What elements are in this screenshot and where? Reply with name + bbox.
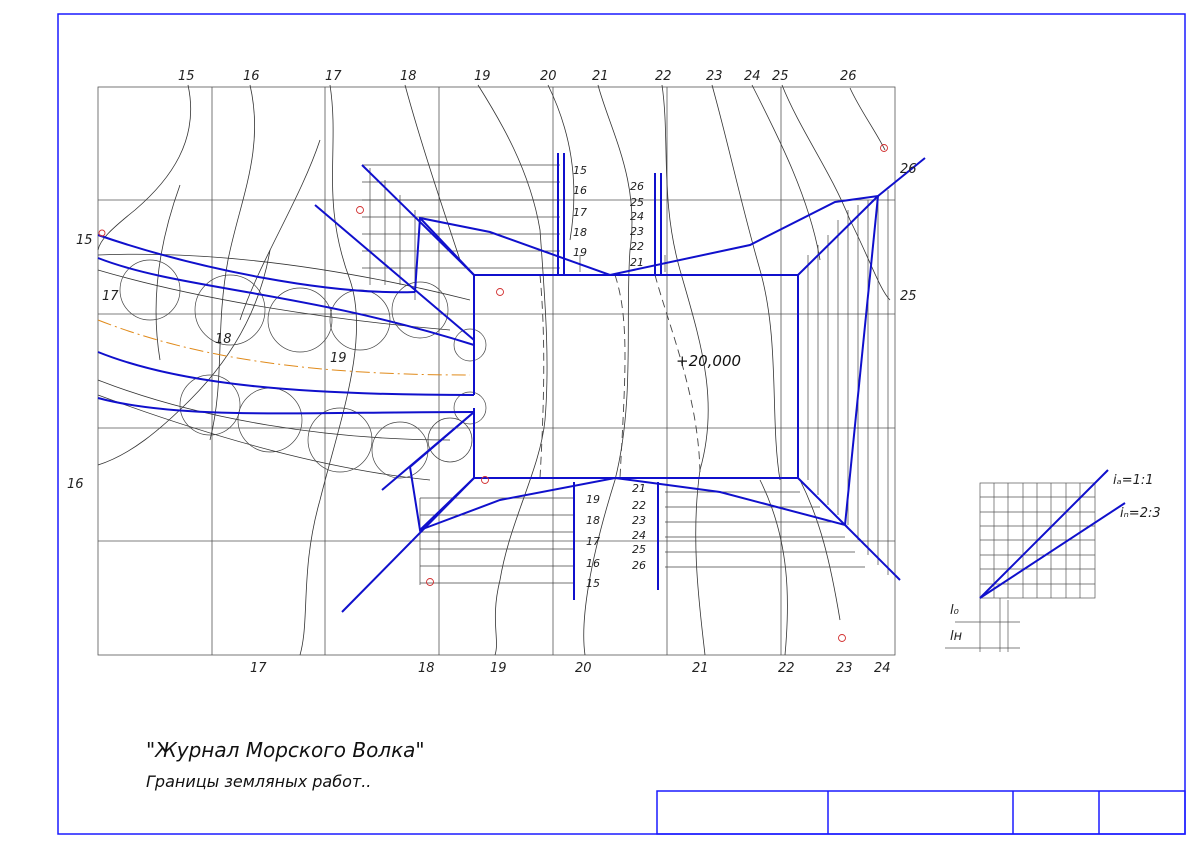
upper-scale-right: 26 25 24 23 22 21 bbox=[630, 180, 644, 269]
top-label: 15 bbox=[178, 69, 195, 84]
slope-hatching bbox=[362, 164, 889, 585]
bottom-contour-labels: 17 18 19 20 21 22 23 24 bbox=[250, 661, 891, 676]
svg-text:21: 21 bbox=[630, 256, 644, 269]
svg-text:17: 17 bbox=[573, 206, 587, 219]
bottom-label: 21 bbox=[692, 661, 709, 676]
svg-text:23: 23 bbox=[630, 225, 644, 238]
svg-text:24: 24 bbox=[630, 210, 644, 223]
left-label: 17 bbox=[102, 289, 119, 304]
earthwork-boundaries bbox=[97, 153, 926, 613]
road-arcs bbox=[119, 259, 487, 479]
left-label: 19 bbox=[330, 351, 347, 366]
left-label: 18 bbox=[215, 332, 232, 347]
svg-text:16: 16 bbox=[573, 184, 587, 197]
lower-scale-right: 21 22 23 24 25 26 bbox=[632, 482, 646, 572]
svg-text:26: 26 bbox=[630, 180, 644, 193]
svg-text:17: 17 bbox=[586, 535, 600, 548]
svg-text:21: 21 bbox=[632, 482, 646, 495]
svg-text:24: 24 bbox=[632, 529, 646, 542]
lower-scale-left: 19 18 17 16 15 bbox=[586, 493, 600, 590]
top-label: 21 bbox=[592, 69, 609, 84]
slope-diagram: iₐ=1:1 iₙ=2:3 l₀ lн bbox=[945, 469, 1161, 652]
upper-scale-left: 15 16 17 18 19 bbox=[573, 164, 587, 259]
top-label: 16 bbox=[243, 69, 260, 84]
bottom-label: 17 bbox=[250, 661, 267, 676]
left-label: 15 bbox=[76, 233, 93, 248]
top-contour-labels: 15 16 17 18 19 20 21 22 23 24 25 26 bbox=[178, 69, 857, 84]
dashed-contours bbox=[539, 274, 701, 479]
svg-text:26: 26 bbox=[632, 559, 646, 572]
top-label: 19 bbox=[474, 69, 491, 84]
right-label: 26 bbox=[900, 162, 917, 177]
left-contour-labels: 15 16 17 18 19 bbox=[67, 233, 347, 492]
drawing-subtitle: Границы земляных работ.. bbox=[146, 772, 371, 791]
bottom-label: 18 bbox=[418, 661, 435, 676]
title-block bbox=[656, 790, 1186, 835]
bottom-label: 23 bbox=[836, 661, 853, 676]
svg-text:19: 19 bbox=[573, 246, 587, 259]
sheet-frame bbox=[57, 13, 1186, 835]
survey-markers bbox=[98, 144, 888, 642]
svg-text:25: 25 bbox=[630, 196, 644, 209]
svg-text:16: 16 bbox=[586, 557, 600, 570]
left-label: 16 bbox=[67, 477, 84, 492]
bottom-label: 22 bbox=[778, 661, 795, 676]
pit-elevation: +20,000 bbox=[676, 352, 741, 370]
top-label: 23 bbox=[706, 69, 723, 84]
site-grid bbox=[97, 86, 896, 656]
svg-text:25: 25 bbox=[632, 543, 646, 556]
slope-ratio-a: iₐ=1:1 bbox=[1113, 473, 1154, 488]
contour-lines bbox=[97, 84, 891, 656]
svg-text:15: 15 bbox=[586, 577, 600, 590]
top-label: 18 bbox=[400, 69, 417, 84]
bottom-label: 24 bbox=[874, 661, 891, 676]
top-label: 24 bbox=[744, 69, 761, 84]
top-label: 17 bbox=[325, 69, 342, 84]
slope-l0: l₀ bbox=[950, 603, 960, 618]
top-label: 20 bbox=[540, 69, 557, 84]
right-contour-labels: 26 25 bbox=[900, 162, 917, 304]
svg-text:22: 22 bbox=[630, 240, 644, 253]
top-label: 26 bbox=[840, 69, 857, 84]
bottom-label: 20 bbox=[575, 661, 592, 676]
slope-ln: lн bbox=[950, 629, 963, 644]
right-label: 25 bbox=[900, 289, 917, 304]
road-axis bbox=[97, 319, 471, 376]
top-label: 25 bbox=[772, 69, 789, 84]
svg-text:22: 22 bbox=[632, 499, 646, 512]
svg-text:18: 18 bbox=[573, 226, 587, 239]
svg-text:18: 18 bbox=[586, 514, 600, 527]
slope-ratio-n: iₙ=2:3 bbox=[1120, 506, 1161, 521]
svg-text:23: 23 bbox=[632, 514, 646, 527]
svg-text:19: 19 bbox=[586, 493, 600, 506]
drawing-title: "Журнал Морского Волка" bbox=[146, 738, 425, 762]
svg-text:15: 15 bbox=[573, 164, 587, 177]
bottom-label: 19 bbox=[490, 661, 507, 676]
top-label: 22 bbox=[655, 69, 672, 84]
